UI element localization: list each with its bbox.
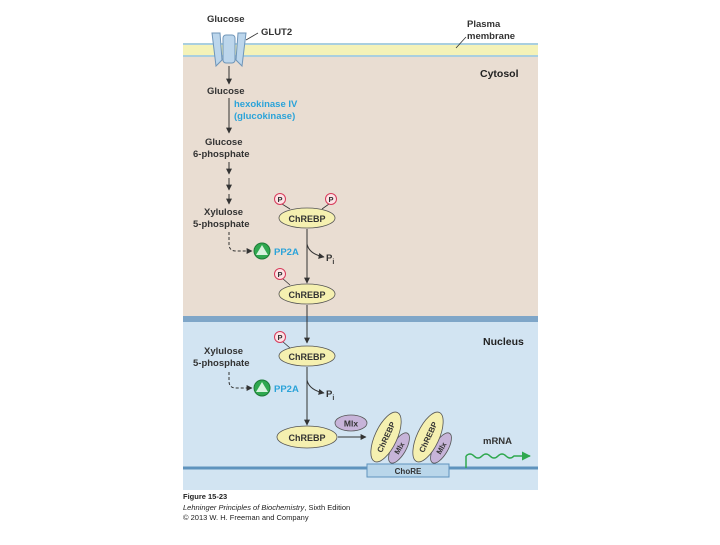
glut2-label: GLUT2: [261, 27, 292, 38]
g6p-label-2: 6-phosphate: [193, 149, 249, 160]
phospho-badge-3: [274, 268, 286, 280]
pi-release-1: [306, 243, 325, 259]
hexokinase-label-2: (glucokinase): [234, 111, 295, 122]
book-citation: Lehninger Principles of Biochemistry, Si…: [183, 503, 350, 514]
nucleus-label: Nucleus: [483, 336, 524, 348]
chrebp-bound-1: [370, 411, 402, 463]
figure-number: Figure 15-23: [183, 492, 228, 501]
chrebp-ellipse-4: [276, 425, 338, 449]
phospho-label-1: P: [277, 195, 282, 204]
hexokinase-label-1: hexokinase IV: [234, 99, 298, 110]
plasma-membrane-label-1: Plasma: [467, 19, 501, 30]
pp2a-enzyme-nucleus: [253, 379, 271, 397]
glut2-pointer: [245, 32, 259, 41]
pi-release-2: [306, 379, 325, 395]
chrebp-mlx-complex-2: Mlx ChREBP: [412, 411, 452, 464]
copyright-line: © 2013 W. H. Freeman and Company: [183, 513, 309, 522]
xylulose-label-1: Xylulose: [204, 207, 243, 218]
phospho-label-2: P: [328, 195, 333, 204]
pi-label-2: Pi: [326, 389, 334, 402]
phospho-badge-4: [274, 331, 286, 343]
pi-label-1: Pi: [326, 253, 334, 266]
chrebp-label-4: ChREBP: [288, 433, 325, 443]
chrebp-bound-2: [412, 411, 444, 463]
cytosol-region: [183, 57, 538, 316]
glut2-transporter: [211, 32, 247, 68]
chrebp-ellipse-3: [278, 345, 336, 367]
pp2a-enzyme-cytosol: [253, 242, 271, 260]
figure-caption: Figure 15-23 Lehninger Principles of Bio…: [183, 492, 350, 524]
chrebp-diphospho: ChREBP P P: [274, 193, 337, 229]
chrebp-label-1: ChREBP: [288, 214, 325, 224]
chrebp-ellipse-1: [278, 207, 336, 229]
chrebp-monophospho-nucleus: ChREBP P: [274, 331, 336, 367]
plasma-membrane-pointer: [455, 36, 467, 49]
nucleus-region: [183, 322, 538, 490]
book-edition: , Sixth Edition: [304, 502, 351, 512]
g6p-label-1: Glucose: [205, 137, 243, 148]
mrna-label: mRNA: [483, 436, 512, 447]
chrebp-monophospho-cytosol: ChREBP P: [274, 268, 336, 305]
nuclear-envelope: [183, 316, 538, 322]
pp2a-label: PP2A: [274, 247, 299, 258]
xylulose-nucleus-activation-arrow: [228, 372, 253, 391]
mlx-free-label: Mlx: [344, 419, 358, 429]
phospho-label-4: P: [277, 333, 282, 342]
xylulose-nucleus-label-1: Xylulose: [204, 346, 243, 357]
phospho-label-3: P: [277, 270, 282, 279]
glucose-mid-label: Glucose: [207, 86, 245, 97]
phospho-badge-1: [274, 193, 286, 205]
plasma-membrane-label-2: membrane: [467, 31, 515, 42]
chrebp-mlx-complex-1: Mlx ChREBP: [370, 411, 410, 464]
pp2a-nucleus-label: PP2A: [274, 384, 299, 395]
chrebp-label-2: ChREBP: [288, 290, 325, 300]
mrna-strand: [465, 451, 531, 461]
chore-box: [366, 463, 450, 478]
plasma-membrane: [183, 44, 538, 56]
xylulose-nucleus-label-2: 5-phosphate: [193, 358, 249, 369]
glucose-top-label: Glucose: [207, 14, 245, 25]
chore-label: ChoRE: [395, 467, 422, 476]
cytosol-label: Cytosol: [480, 68, 519, 80]
chrebp-ellipse-2: [278, 283, 336, 305]
mlx-free: [334, 414, 368, 432]
chrebp-label-3: ChREBP: [288, 352, 325, 362]
phospho-badge-2: [325, 193, 337, 205]
xylulose-label-2: 5-phosphate: [193, 219, 249, 230]
book-title: Lehninger Principles of Biochemistry: [183, 502, 305, 512]
xylulose-activation-arrow: [228, 232, 253, 254]
